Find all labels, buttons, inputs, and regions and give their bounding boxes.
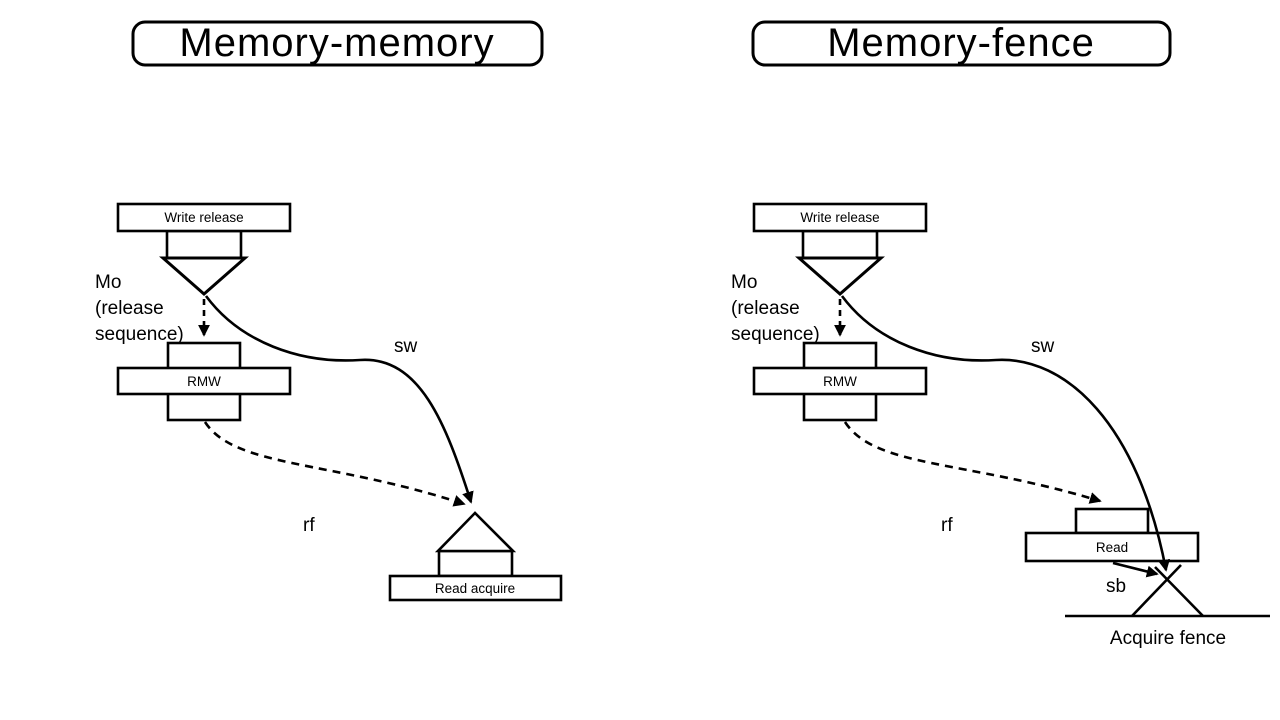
acquire-fence-shape (1065, 564, 1270, 618)
funnel-triangle-right (795, 256, 885, 296)
read-triangle-left (434, 511, 517, 553)
mo-label-right: Mo (release sequence) (731, 272, 820, 345)
write-release-label-left: Write release (164, 210, 243, 225)
rmw-label-left: RMW (187, 374, 221, 389)
sw-edge-right (840, 295, 1170, 572)
fence-leg-right (1154, 566, 1204, 617)
title-memory-memory: Memory-memory (131, 20, 544, 67)
read-label-right: Read (1096, 540, 1128, 555)
funnel-triangle-left (159, 256, 249, 296)
sw-edge-left (204, 295, 474, 504)
sb-edge (1112, 561, 1159, 578)
mo-label-left: Mo (release sequence) (95, 272, 184, 345)
fence-leg-left (1131, 564, 1182, 617)
diagram-memory-fence: Write release Mo (release sequence) RMW … (731, 202, 1270, 649)
rmw-box-right (752, 366, 928, 396)
write-release-label-right: Write release (800, 210, 879, 225)
read-neck-right (1074, 507, 1150, 535)
svg-text:sequence): sequence) (731, 324, 820, 345)
acquire-fence-label: Acquire fence (1110, 628, 1226, 649)
read-funnel-neck-left (437, 549, 514, 578)
svg-text:sequence): sequence) (95, 324, 184, 345)
svg-text:Mo: Mo (95, 272, 121, 293)
read-acquire-box-left (388, 574, 563, 602)
rmw-label-right: RMW (823, 374, 857, 389)
rf-edge-right (843, 421, 1102, 504)
svg-text:Mo: Mo (731, 272, 757, 293)
read-acquire-label-left: Read acquire (435, 581, 515, 596)
write-funnel-neck-left (165, 229, 243, 260)
title-box-right (751, 20, 1172, 67)
sb-label: sb (1106, 576, 1126, 597)
title-label-right: Memory-fence (827, 21, 1095, 65)
title-label-left: Memory-memory (179, 21, 494, 65)
svg-text:(release: (release (731, 298, 800, 319)
svg-text:(release: (release (95, 298, 164, 319)
write-release-box-right (752, 202, 928, 233)
rf-edge-left (203, 421, 466, 507)
rf-label-right: rf (941, 515, 953, 536)
read-box-right (1024, 531, 1200, 563)
title-box-left (131, 20, 544, 67)
sw-label-left: sw (394, 336, 418, 357)
rf-label-left: rf (303, 515, 315, 536)
write-funnel-neck-right (801, 229, 879, 260)
sw-label-right: sw (1031, 336, 1055, 357)
title-memory-fence: Memory-fence (751, 20, 1172, 67)
diagram-memory-memory: Write release Mo (release sequence) RMW … (95, 202, 563, 602)
write-release-box-left (116, 202, 292, 233)
rmw-box-left (116, 366, 292, 396)
